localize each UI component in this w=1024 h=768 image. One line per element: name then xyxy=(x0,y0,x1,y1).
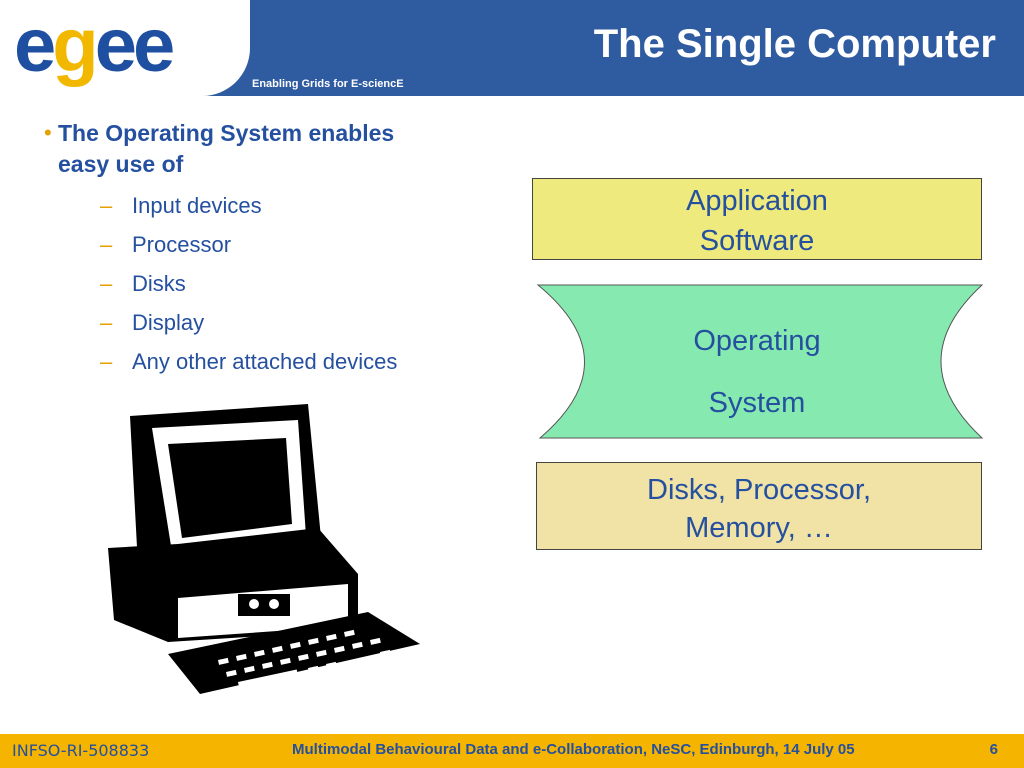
dash-marker: – xyxy=(100,232,113,257)
egee-logo: egee xyxy=(14,3,175,88)
operating-system-shape xyxy=(536,284,984,439)
list-item-text: Any other attached devices xyxy=(132,349,398,374)
dash-marker: – xyxy=(100,349,113,374)
hardware-label-line1: Disks, Processor, xyxy=(647,474,871,506)
footer-bar: INFSO-RI-508833 Multimodal Behavioural D… xyxy=(0,734,1024,768)
project-id: INFSO-RI-508833 xyxy=(12,741,150,760)
hardware-label-line2: Memory, … xyxy=(685,512,833,544)
list-item-text: Disks xyxy=(132,271,186,296)
dash-marker: – xyxy=(100,193,113,218)
logo-area: egee xyxy=(0,0,250,96)
application-software-box: Application Software xyxy=(532,178,982,260)
header-divider xyxy=(0,96,1024,100)
list-item-text: Processor xyxy=(132,232,232,257)
os-label-line2: System xyxy=(708,387,806,419)
application-label-line1: Application xyxy=(686,185,828,217)
tagline: Enabling Grids for E-sciencE xyxy=(252,78,404,90)
list-item-text: Display xyxy=(132,310,205,335)
event-info: Multimodal Behavioural Data and e-Collab… xyxy=(292,741,855,758)
dash-marker: – xyxy=(100,271,113,296)
operating-system-label: Operating System xyxy=(600,310,914,434)
os-label-line1: Operating xyxy=(693,325,821,357)
dash-marker: – xyxy=(100,310,113,335)
desktop-computer-icon xyxy=(108,404,420,694)
slide-title: The Single Computer xyxy=(593,22,996,66)
page-number: 6 xyxy=(989,741,998,758)
list-item-text: Input devices xyxy=(132,193,262,218)
main-bullet-text: The Operating System enables easy use of xyxy=(58,120,395,177)
bullet-icon: • xyxy=(44,120,52,145)
hardware-box: Disks, Processor, Memory, … xyxy=(536,462,982,550)
application-label-line2: Software xyxy=(699,225,815,257)
